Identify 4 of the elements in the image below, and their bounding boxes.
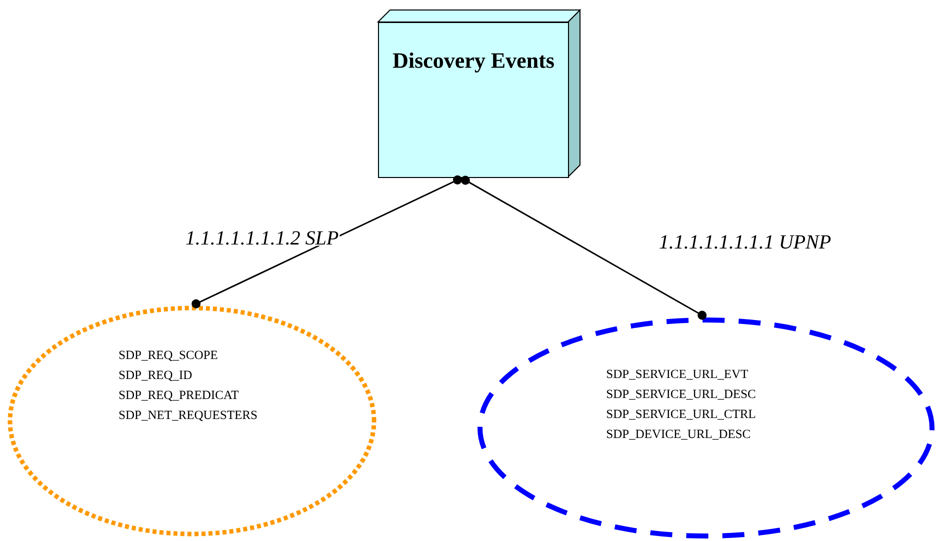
edge-label: 1.1.1.1.1.1.1.2 SLP <box>184 230 340 246</box>
edge-label: 1.1.1.1.1.1.1.1 UPNP <box>658 234 832 250</box>
connector <box>460 176 707 320</box>
connector <box>192 175 462 308</box>
